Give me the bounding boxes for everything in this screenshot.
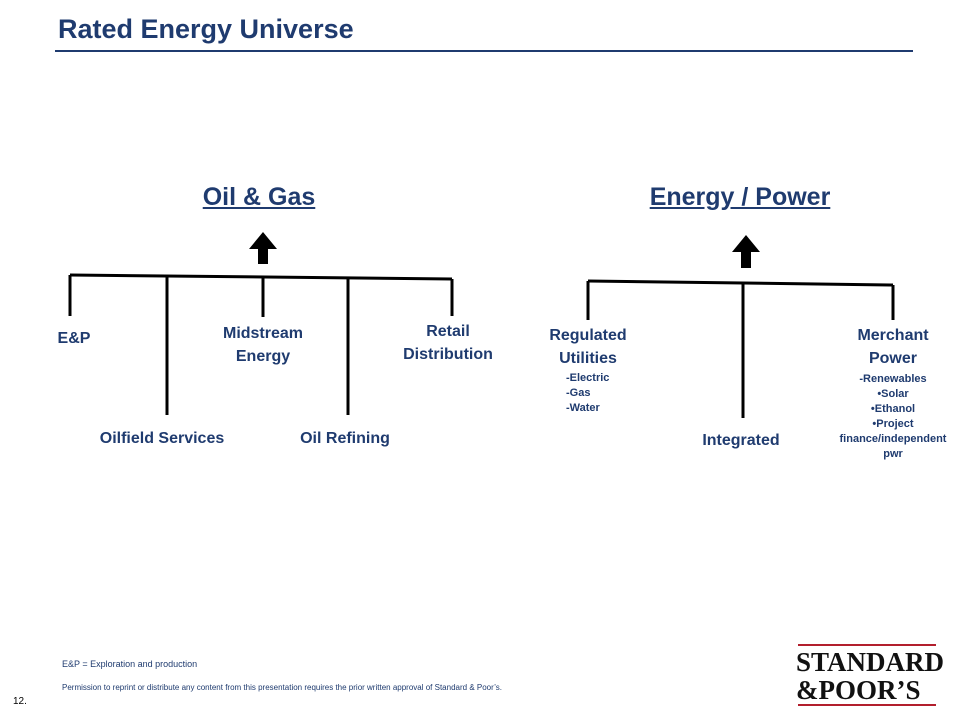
node-oilfield-services: Oilfield Services	[99, 430, 225, 447]
sub-item: -Water	[566, 402, 600, 414]
title-divider	[55, 50, 913, 52]
sub-item: •Ethanol	[870, 403, 916, 415]
sub-item: pwr	[883, 448, 903, 460]
node-merchant-power: Merchant Power	[857, 324, 928, 370]
oil-gas-up-arrow-icon	[249, 232, 277, 264]
node-retail-line-1: Retail	[426, 323, 470, 340]
node-oil-refining: Oil Refining	[300, 430, 390, 447]
energy-power-connectors	[586, 279, 895, 418]
node-midstream-energy: Midstream Energy	[223, 322, 303, 368]
node-regulated-line-2: Utilities	[559, 350, 617, 367]
sp-logo: STANDARD &POOR’S	[796, 648, 944, 704]
disclaimer: Permission to reprint or distribute any …	[62, 683, 502, 692]
node-integrated: Integrated	[702, 432, 780, 449]
page-number: 12.	[13, 696, 27, 707]
energy-power-up-arrow-icon	[732, 235, 760, 268]
node-ep: E&P	[57, 330, 91, 347]
footnote: E&P = Exploration and production	[62, 659, 198, 669]
group-title-energy-power: Energy / Power	[649, 183, 831, 211]
node-retail-distribution: Retail Distribution	[403, 320, 493, 366]
node-regulated-utilities: Regulated Utilities	[549, 324, 626, 370]
sub-item: -Gas	[566, 387, 591, 399]
page-title: Rated Energy Universe	[58, 14, 354, 44]
oil-gas-connectors	[68, 273, 454, 415]
logo-top-rule	[798, 644, 936, 646]
node-merchant-line-2: Power	[868, 350, 917, 367]
sub-item: -Renewables	[859, 373, 927, 385]
logo-line-2: &POOR’S	[796, 675, 921, 705]
sub-item: •Project	[872, 418, 914, 430]
logo-bottom-rule	[798, 704, 936, 706]
node-retail-line-2: Distribution	[403, 346, 493, 363]
node-regulated-line-1: Regulated	[549, 327, 627, 344]
node-midstream-line-2: Energy	[235, 348, 291, 365]
merchant-power-sublist: -Renewables •Solar •Ethanol •Project fin…	[840, 372, 947, 462]
sub-item: -Electric	[566, 372, 610, 384]
logo-line-1: STANDARD	[796, 647, 945, 677]
regulated-utilities-sublist: -Electric -Gas -Water	[566, 371, 609, 416]
sub-item: finance/independent	[839, 433, 947, 445]
sub-item: •Solar	[877, 388, 909, 400]
node-midstream-line-1: Midstream	[222, 325, 304, 342]
node-merchant-line-1: Merchant	[857, 327, 929, 344]
group-title-oil-gas: Oil & Gas	[202, 183, 316, 211]
